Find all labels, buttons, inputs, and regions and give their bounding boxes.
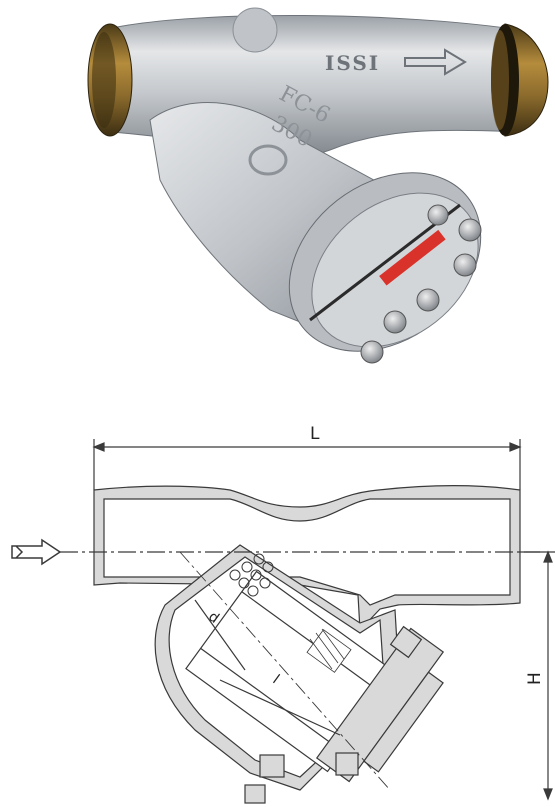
right-brass-end [491, 23, 549, 137]
flange-bolts [360, 204, 482, 364]
screen-perforations [229, 553, 274, 597]
strainer-dimension-drawing: L H d l [11, 424, 555, 804]
brand-mark: ISSI [325, 51, 380, 75]
strainer-photo: FC-6 300 ISSI [87, 7, 549, 364]
cover-flange [288, 172, 482, 364]
label-l: L [310, 424, 320, 444]
left-brass-end [87, 23, 133, 137]
red-indicator [379, 229, 446, 286]
body-boss [232, 7, 278, 53]
label-h: H [525, 672, 545, 685]
screen-mesh [306, 628, 352, 673]
cap-bolts-drawing [244, 625, 423, 804]
dimension-line-screen-l [219, 679, 341, 736]
ul-logo-icon [248, 144, 288, 176]
flow-direction-arrow-icon [11, 538, 62, 566]
dimension-line-d [194, 599, 246, 671]
flow-arrow-cast-icon [404, 48, 467, 76]
